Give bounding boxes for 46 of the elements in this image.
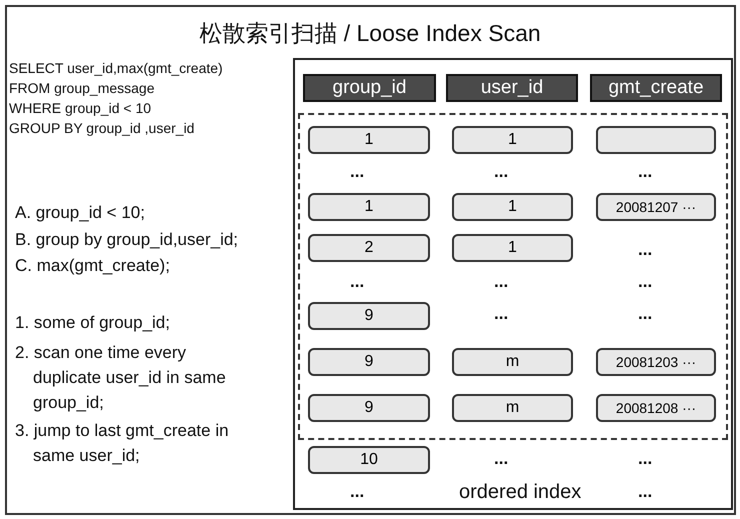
index-caption: ordered index bbox=[459, 481, 582, 504]
index-entry-box: 9 bbox=[308, 394, 430, 422]
scan-range-box bbox=[298, 113, 728, 440]
ellipsis: ... bbox=[350, 482, 364, 502]
ellipsis: ... bbox=[494, 449, 508, 469]
note-line: B. group by group_id,user_id; bbox=[15, 230, 238, 250]
note-line: A. group_id < 10; bbox=[15, 203, 145, 223]
ellipsis: ... bbox=[638, 304, 652, 324]
ellipsis: ... bbox=[638, 162, 652, 182]
index-entry-box: 2 bbox=[308, 234, 430, 262]
sql-line: FROM group_message bbox=[9, 80, 155, 96]
note-line: 1. some of group_id; bbox=[15, 313, 170, 333]
sql-line: GROUP BY group_id ,user_id bbox=[9, 120, 194, 136]
index-entry-box: 9 bbox=[308, 302, 430, 330]
column-header: group_id bbox=[303, 74, 436, 102]
note-line: 3. jump to last gmt_create in same user_id; bbox=[15, 420, 230, 467]
index-entry-box: m bbox=[452, 348, 573, 376]
index-entry-box: 20081203 ··· bbox=[596, 348, 716, 376]
ellipsis: ... bbox=[350, 272, 364, 292]
index-entry-box: m bbox=[452, 394, 573, 422]
index-panel bbox=[293, 58, 733, 510]
ellipsis: ... bbox=[350, 162, 364, 182]
ellipsis: ... bbox=[638, 449, 652, 469]
column-header: gmt_create bbox=[590, 74, 722, 102]
ellipsis: ... bbox=[638, 272, 652, 292]
index-entry-box: 10 bbox=[308, 446, 430, 474]
ellipsis: ... bbox=[494, 304, 508, 324]
note-line: C. max(gmt_create); bbox=[15, 256, 170, 276]
index-entry-box: 20081207 ··· bbox=[596, 193, 716, 221]
ellipsis: ... bbox=[638, 482, 652, 502]
index-entry-box: 20081208 ··· bbox=[596, 394, 716, 422]
sql-line: WHERE group_id < 10 bbox=[9, 100, 152, 116]
index-entry-box bbox=[596, 126, 716, 154]
title: 松散索引扫描 / Loose Index Scan bbox=[198, 19, 542, 48]
sql-line: SELECT user_id,max(gmt_create) bbox=[9, 60, 223, 76]
note-line: 2. scan one time every duplicate user_id in same group_id; bbox=[15, 342, 227, 414]
index-entry-box: 1 bbox=[452, 126, 573, 154]
index-entry-box: 1 bbox=[308, 126, 430, 154]
ellipsis: ... bbox=[494, 162, 508, 182]
index-entry-box: 1 bbox=[452, 193, 573, 221]
index-entry-box: 1 bbox=[452, 234, 573, 262]
ellipsis: ... bbox=[494, 272, 508, 292]
index-entry-box: 9 bbox=[308, 348, 430, 376]
index-entry-box: 1 bbox=[308, 193, 430, 221]
ellipsis: ... bbox=[638, 240, 652, 260]
column-header: user_id bbox=[446, 74, 578, 102]
